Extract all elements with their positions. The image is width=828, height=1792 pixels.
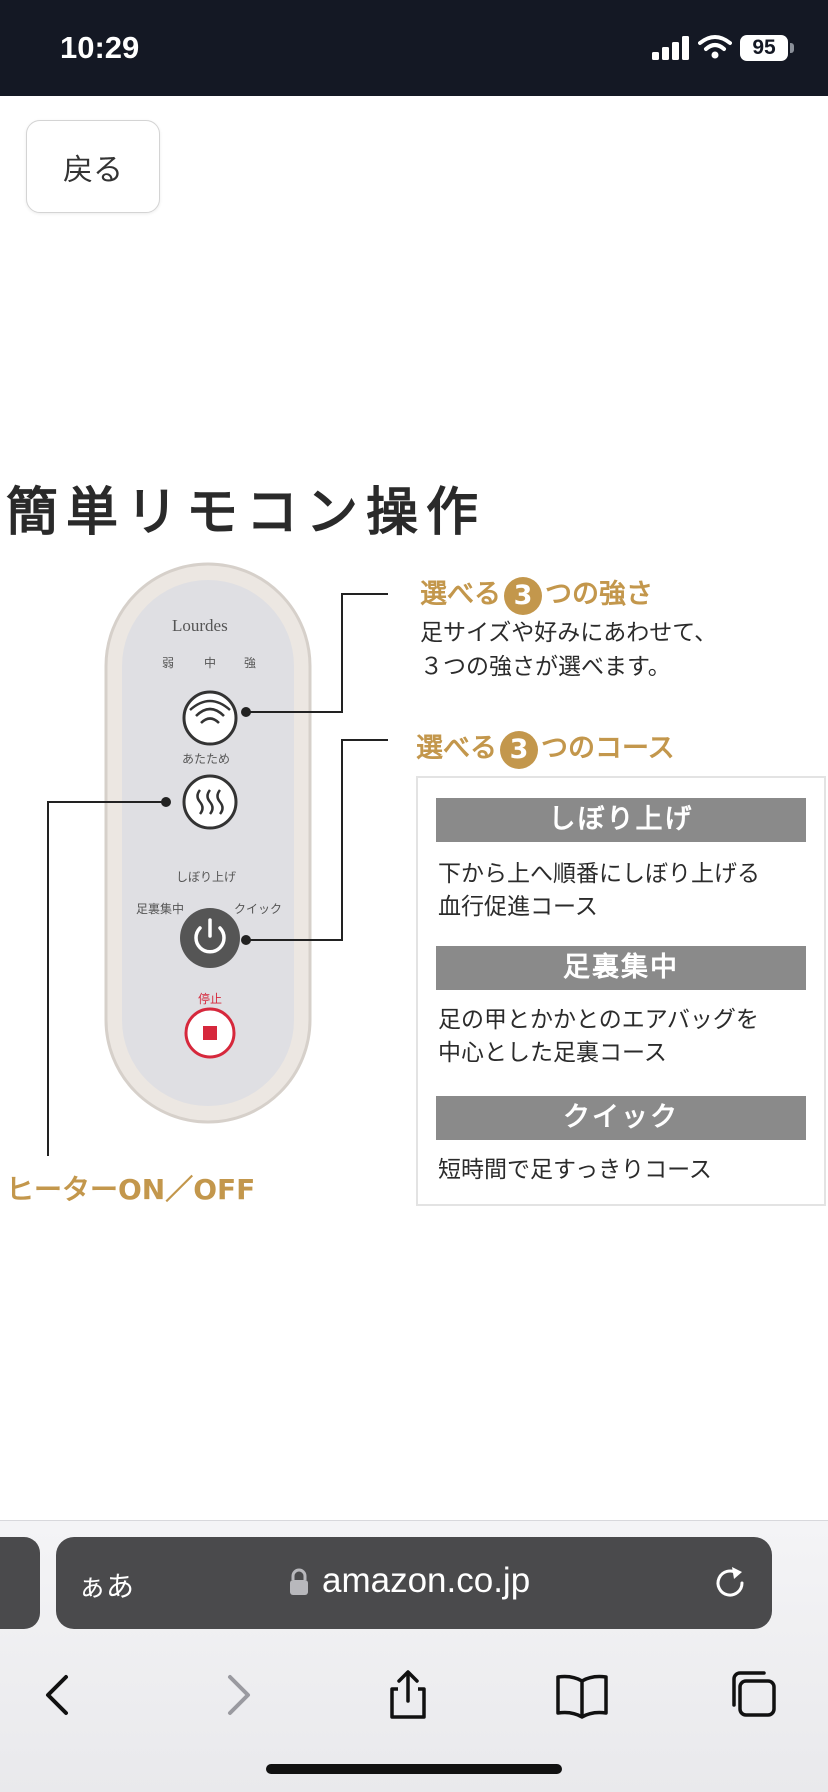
product-heading: 簡単リモコン操作 [6,483,487,543]
tabs-icon[interactable] [726,1667,782,1723]
browser-toolbar: ぁあ amazon.co.jp [0,1520,828,1792]
intensity-label-mid: 中 [204,656,217,670]
course-left-label: 足裏集中 [136,902,185,916]
power-button [180,908,240,968]
intensity-label-weak: 弱 [162,656,175,670]
url-text[interactable]: amazon.co.jp [322,1561,531,1600]
number-badge: 3 [500,730,538,769]
previous-tab-peek[interactable] [0,1537,40,1629]
course-list: しぼり上げ 下から上へ順番にしぼり上げる 血行促進コース 足裏集中 足の甲とかか… [416,776,826,1206]
remote-illustration [47,562,388,1156]
lock-icon [290,1568,308,1595]
forward-arrow-icon[interactable] [208,1667,264,1723]
course-top-label: しぼり上げ [176,870,237,884]
product-image: Lourdes 弱 中 強 あたため しぼり上げ 足裏集中 クイック 停止 簡単… [0,440,828,1240]
status-time: 10:29 [60,30,140,65]
address-bar[interactable]: ぁあ amazon.co.jp [56,1537,772,1629]
bookmarks-icon[interactable] [554,1667,610,1723]
strength-callout-desc: 足サイズや好みにあわせて、 ３つの強さが選べます。 [420,620,718,680]
remote-brand: Lourdes [172,616,228,635]
stop-label: 停止 [198,992,223,1006]
course-desc-sole: 足の甲とかかとのエアバッグを 中心とした足裏コース [438,1007,759,1066]
back-arrow-icon[interactable] [32,1667,88,1723]
course-desc-quick: 短時間で足すっきりコース [438,1157,712,1183]
reload-icon[interactable] [710,1563,750,1603]
intensity-label-strong: 強 [244,656,257,670]
course-bar-sole: 足裏集中 [436,946,806,990]
share-icon[interactable] [380,1667,436,1723]
course-desc-shibori: 下から上へ順番にしぼり上げる 血行促進コース [438,861,760,920]
heater-callout: ヒーターON／OFF [6,1173,256,1206]
heater-button-label: あたため [182,752,231,766]
status-bar: 10:29 95 [0,0,828,96]
wifi-icon [698,35,732,59]
battery-indicator: 95 [740,35,788,61]
number-badge: 3 [504,576,542,615]
course-right-label: クイック [234,902,283,916]
battery-nub [790,43,794,53]
cellular-signal-icon [652,36,689,60]
back-button[interactable]: 戻る [26,120,160,213]
course-bar-quick: クイック [436,1096,806,1140]
home-indicator[interactable] [266,1764,562,1774]
page-settings-button[interactable]: ぁあ [78,1570,135,1603]
course-bar-shibori: しぼり上げ [436,798,806,842]
